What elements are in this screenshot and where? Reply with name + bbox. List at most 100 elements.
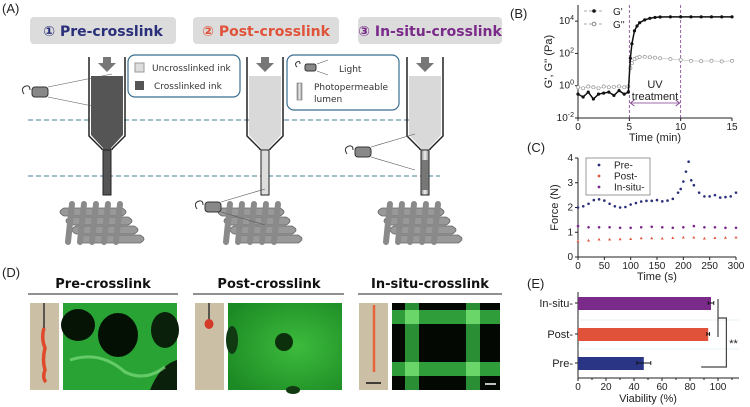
legend-g-prime: G': [613, 7, 623, 18]
scaffold-strand: [223, 216, 291, 226]
pre-data-point: [645, 199, 648, 203]
syringe-barrel: [246, 57, 284, 150]
pre-data-point: [618, 206, 622, 209]
g-prime-point: [630, 42, 634, 46]
insitu-data-point: [724, 226, 727, 230]
scaffold-strand: [431, 201, 441, 245]
printed-scaffold: [59, 201, 145, 245]
pre-data-point: [687, 160, 690, 164]
g-prime-point: [612, 93, 616, 98]
g-double-prime-point: [653, 55, 657, 60]
pre-data-point: [608, 202, 611, 206]
x-tick-label: 0: [575, 261, 581, 272]
pre-data-point: [671, 197, 675, 201]
insitu-data-point: [587, 226, 590, 229]
x-axis-label: Time (min): [629, 132, 681, 144]
g-double-prime-point: [586, 84, 591, 89]
post-data-point: [723, 236, 727, 239]
bar-pre: [578, 357, 644, 370]
g-prime-point: [628, 56, 632, 60]
g-prime-point: [709, 15, 714, 19]
category-label: Pre-: [552, 358, 573, 370]
significance-bracket: [701, 317, 727, 368]
g-prime-point: [632, 29, 637, 33]
photo-title-insitu: In-situ-crosslink: [371, 277, 489, 292]
x-tick-label: 10: [675, 122, 687, 133]
insitu-data-point: [597, 226, 601, 229]
pre-data-point: [689, 178, 693, 182]
legend-marker: [597, 185, 601, 189]
scaffold-strand: [407, 201, 417, 245]
scaffold-strand: [89, 201, 99, 245]
crosslinked-swatch: [135, 81, 144, 90]
pre-data-point: [724, 195, 727, 199]
insitu-fluorescence-image: [392, 303, 500, 390]
y-axis-label: Force (N): [549, 184, 561, 230]
syringe-nozzle: [260, 149, 270, 196]
light-icon: [295, 59, 329, 76]
g-prime-point: [653, 15, 657, 20]
y-axis-label: G', G'' (Pa): [543, 35, 555, 88]
g-prime-point: [699, 15, 703, 19]
g-double-prime-point: [689, 58, 693, 63]
pre-data-point: [703, 195, 706, 198]
method-header-insitu: ③ In-situ-crosslink: [358, 17, 503, 44]
g-prime-point: [643, 18, 647, 22]
x-tick-label: 0: [575, 122, 581, 133]
syringe-barrel: [88, 57, 126, 150]
ink-legend: Uncrosslinked ink Crosslinked ink: [127, 54, 241, 98]
light-source-insitu: [344, 133, 416, 171]
insitu-data-point: [713, 226, 717, 229]
y-tick-label: 1: [567, 227, 573, 238]
legend-lumen-2: lumen: [314, 95, 342, 105]
g-double-prime-point: [591, 85, 596, 90]
scaffold-strand: [65, 216, 133, 226]
g-prime-point: [679, 15, 683, 19]
g-prime-point: [586, 90, 590, 94]
g-double-prime-point: [581, 86, 586, 91]
insitu-data-point: [703, 226, 706, 229]
post-data-point: [702, 236, 706, 240]
insitu-extrusion-photo: [359, 303, 388, 390]
light-icon: [204, 201, 222, 213]
g-double-prime-point: [647, 55, 652, 60]
g-prime-point: [648, 16, 652, 20]
scaffold-strand: [113, 201, 123, 245]
post-data-point: [587, 238, 591, 242]
pre-fluorescence-image: [61, 303, 179, 390]
g-prime-point: [622, 92, 626, 96]
g-double-prime-point: [622, 85, 627, 90]
light-legend: Light Photopermeable lumen: [286, 54, 400, 111]
scaffold-strand: [419, 201, 429, 245]
x-tick-label: 100: [710, 382, 727, 393]
g-double-prime-point: [601, 84, 606, 89]
x-axis-label: Time (s): [637, 271, 677, 283]
light-icon: [354, 146, 372, 158]
pre-data-point: [587, 202, 590, 206]
ink-fill: [249, 76, 281, 152]
cable: [344, 145, 354, 155]
scaffold-strand: [77, 234, 145, 244]
y-tick-exponent: 2: [570, 47, 574, 54]
g-prime-point: [576, 92, 580, 96]
g-double-prime-point: [730, 58, 734, 63]
pre-data-point: [613, 204, 617, 208]
g-double-prime-point: [699, 59, 704, 64]
y-tick-label: 100: [559, 80, 574, 92]
pre-data-point: [603, 199, 606, 202]
pre-data-point: [639, 200, 643, 203]
post-data-point: [734, 235, 738, 239]
light-beam: [220, 188, 266, 203]
cable: [21, 85, 31, 95]
x-tick-label: 80: [684, 382, 696, 393]
method-title-post: ② Post-crosslink: [202, 24, 330, 40]
insitu-data-point: [650, 225, 654, 229]
x-tick-label: 40: [628, 382, 640, 393]
cable: [194, 200, 204, 210]
scaffold-strand: [235, 201, 245, 245]
down-arrow-icon: [256, 57, 274, 72]
x-tick-label: 5: [627, 122, 633, 133]
syringe-pre: [59, 57, 145, 245]
g-prime-point: [617, 88, 621, 93]
g-prime-point: [581, 95, 585, 99]
